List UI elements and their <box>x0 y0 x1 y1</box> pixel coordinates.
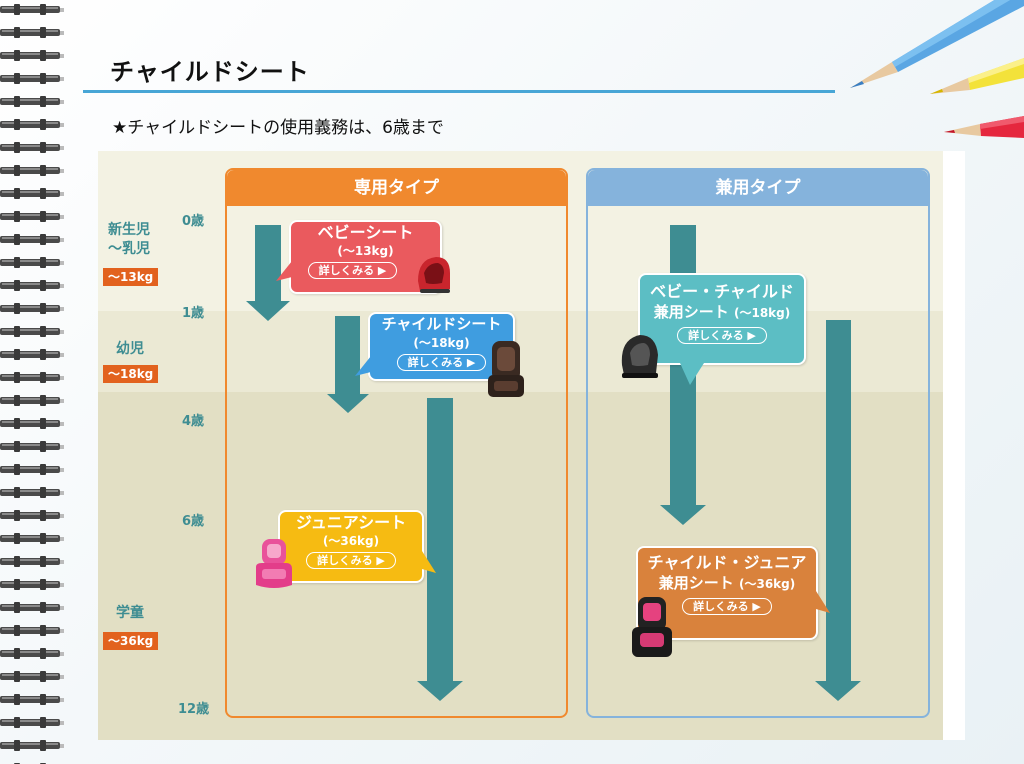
baby-child-tail <box>680 363 704 385</box>
child-seat-more-button[interactable]: 詳しくみる ▶ <box>396 354 487 371</box>
child-junior-more-button[interactable]: 詳しくみる ▶ <box>682 598 772 615</box>
baby-child-name-line1: ベビー・チャイルド <box>650 282 794 301</box>
page-title: チャイルドシート <box>110 58 310 86</box>
baby-child-card[interactable]: ベビー・チャイルド 兼用シート (～18kg) 詳しくみる ▶ <box>638 273 806 365</box>
child-seat-name: チャイルドシート <box>381 315 502 333</box>
child-junior-tail <box>816 591 830 613</box>
column-combined: 兼用タイプ <box>586 168 930 718</box>
baby-seat-weight: (～13kg) <box>337 244 394 258</box>
child-junior-image <box>632 597 672 657</box>
baby-seat-name: ベビーシート <box>317 223 414 242</box>
column-dedicated: 専用タイプ <box>225 168 568 718</box>
arrow-child-seat <box>327 316 369 413</box>
red-pencil <box>944 116 1024 138</box>
panel-edge <box>943 151 965 740</box>
usage-arrows <box>246 225 861 701</box>
stage-toddler-label: 幼児 <box>116 341 144 357</box>
child-junior-name-line1: チャイルド・ジュニア <box>647 553 807 572</box>
arrow-baby-seat <box>246 225 290 321</box>
junior-seat-name: ジュニアシート <box>295 513 407 532</box>
age-4: 4歳 <box>182 414 205 429</box>
baby-seat-image <box>418 257 450 293</box>
age-12: 12歳 <box>178 702 210 717</box>
stage-infant-label: 新生児 ～乳児 <box>108 222 150 257</box>
pencils-decoration <box>850 0 1024 138</box>
baby-seat-tail <box>276 261 292 281</box>
column-combined-title: 兼用タイプ <box>588 170 928 206</box>
title-underline <box>83 90 835 93</box>
child-seat-image <box>488 341 524 397</box>
stage-school-label: 学童 <box>116 605 144 621</box>
age-1: 1歳 <box>182 306 205 321</box>
legal-notice: ★チャイルドシートの使用義務は、6歳まで <box>112 118 444 138</box>
arrow-junior-seat <box>417 398 463 701</box>
blue-pencil <box>850 0 1024 88</box>
column-dedicated-title: 専用タイプ <box>227 170 566 206</box>
child-seat-card[interactable]: チャイルドシート (～18kg) 詳しくみる ▶ <box>368 312 515 381</box>
age-6: 6歳 <box>182 514 205 529</box>
junior-seat-card[interactable]: ジュニアシート (～36kg) 詳しくみる ▶ <box>278 510 424 583</box>
yellow-pencil <box>930 58 1024 94</box>
stage-infant-weight: ～13kg <box>103 268 159 286</box>
age-0: 0歳 <box>182 214 205 229</box>
spiral-binding <box>0 0 72 764</box>
baby-child-image <box>621 335 658 378</box>
baby-seat-more-button[interactable]: 詳しくみる ▶ <box>307 262 398 279</box>
junior-seat-more-button[interactable]: 詳しくみる ▶ <box>306 552 396 569</box>
child-junior-card[interactable]: チャイルド・ジュニア 兼用シート (～36kg) 詳しくみる ▶ <box>636 546 818 640</box>
baby-child-name-line2: 兼用シート (～18kg) <box>653 303 791 321</box>
arrow-child-junior <box>815 320 861 701</box>
child-junior-name-line2: 兼用シート (～36kg) <box>658 574 796 592</box>
junior-seat-tail <box>422 551 436 573</box>
seat-type-diagram: 新生児 ～乳児 ～13kg 幼児 ～18kg 学童 ～36kg 0歳 1歳 4歳… <box>98 151 943 740</box>
baby-child-more-button[interactable]: 詳しくみる ▶ <box>677 327 767 344</box>
stage-toddler-weight: ～18kg <box>103 365 159 383</box>
junior-seat-weight: (～36kg) <box>322 534 380 548</box>
baby-seat-card[interactable]: ベビーシート (～13kg) 詳しくみる ▶ <box>289 220 442 294</box>
junior-seat-image <box>256 539 292 588</box>
child-seat-tail <box>355 356 371 376</box>
stage-school-weight: ～36kg <box>103 632 159 650</box>
child-seat-weight: (～18kg) <box>413 336 470 350</box>
